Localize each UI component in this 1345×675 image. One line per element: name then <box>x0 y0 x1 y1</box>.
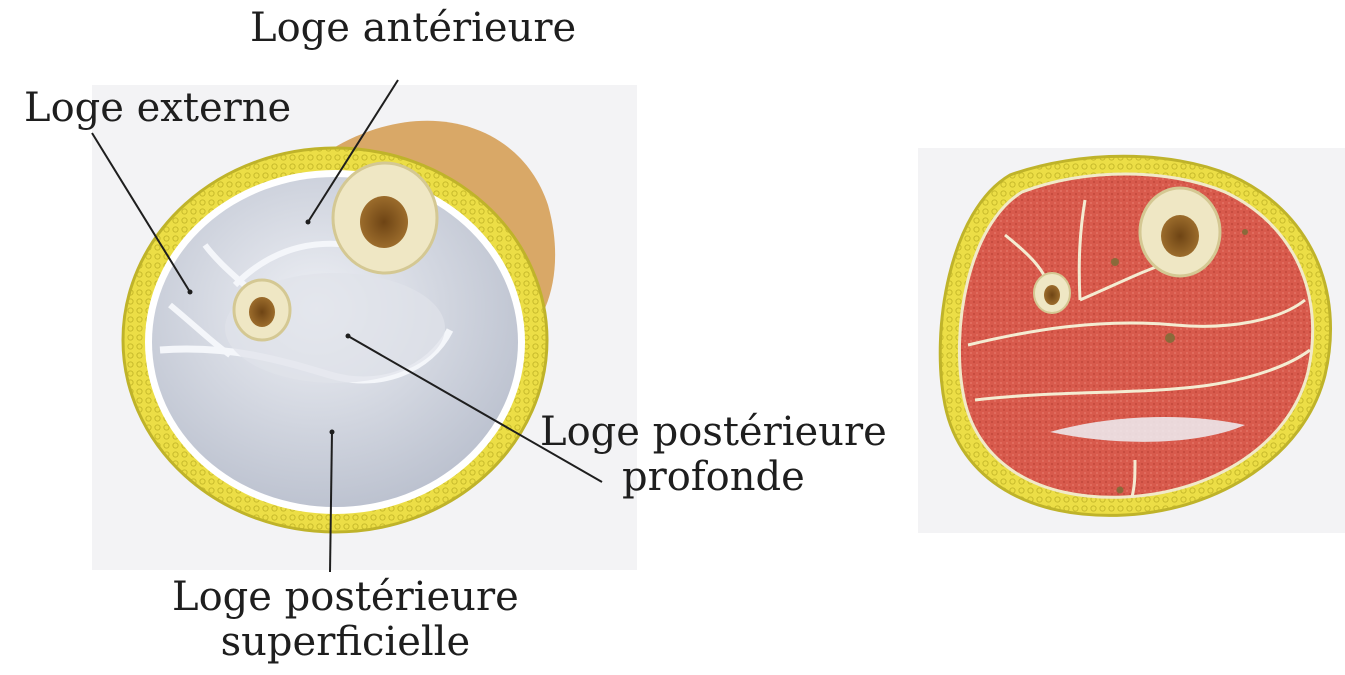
label-superficial-posterior-line2: superficielle <box>172 620 519 665</box>
label-deep-posterior-compartment: Loge postérieure profonde <box>540 410 887 500</box>
label-deep-posterior-line2: profonde <box>540 455 887 500</box>
fibula-marrow-right <box>1044 285 1060 305</box>
label-anterior-text: Loge antérieure <box>250 6 576 51</box>
label-deep-posterior-line1: Loge postérieure <box>540 410 887 455</box>
label-external-text: Loge externe <box>24 86 291 131</box>
right-muscle-cross-section <box>918 148 1345 533</box>
tibia-marrow-right <box>1161 215 1199 257</box>
label-external-compartment: Loge externe <box>24 86 291 131</box>
label-superficial-posterior-line1: Loge postérieure <box>172 575 519 620</box>
tibia-marrow <box>360 196 408 248</box>
fibula-marrow <box>249 297 275 327</box>
label-superficial-posterior-compartment: Loge postérieure superficielle <box>172 575 519 665</box>
label-anterior-compartment: Loge antérieure <box>250 6 576 51</box>
